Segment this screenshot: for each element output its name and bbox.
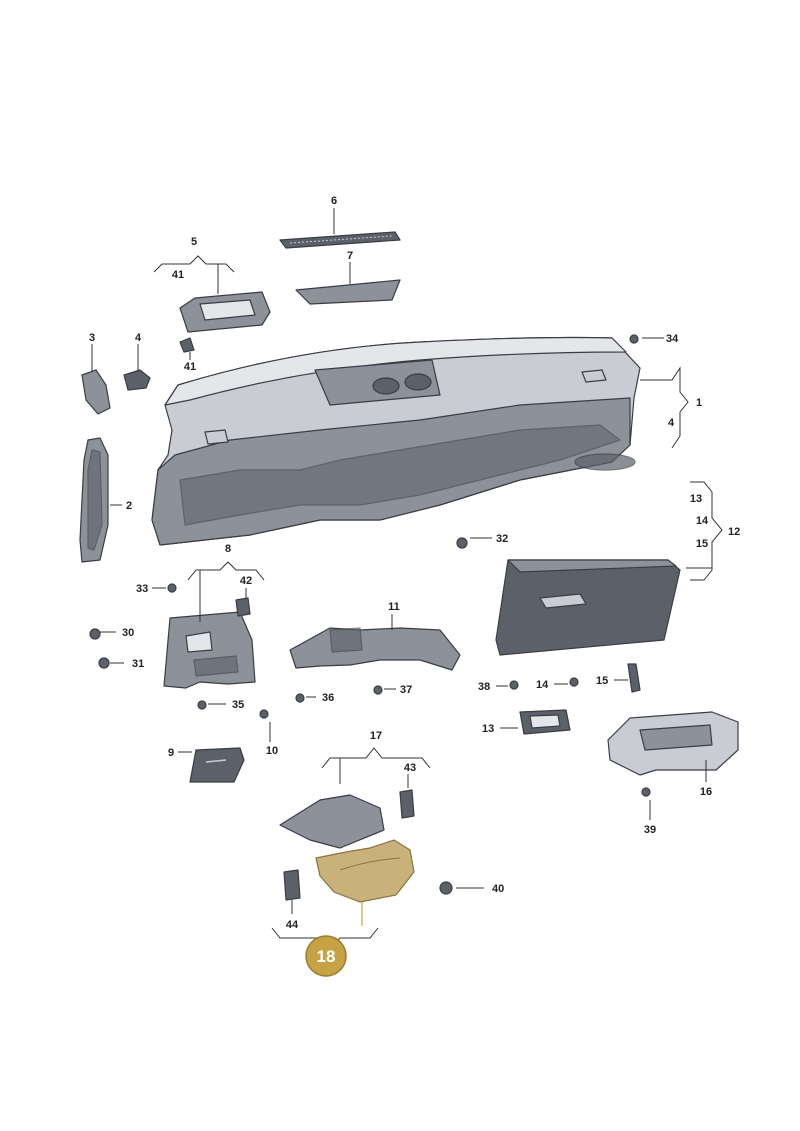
label-12: 12 (728, 526, 740, 538)
callout-labels: 6 5 7 41 3 4 34 41 1 4 13 2 14 12 32 15 … (89, 195, 740, 931)
label-41-top: 41 (172, 269, 184, 281)
part-column-cover-upper[interactable] (279, 794, 385, 849)
label-5: 5 (191, 236, 197, 248)
label-3: 3 (89, 332, 95, 344)
part-clip-42[interactable] (235, 597, 251, 617)
part-lower-trim-left[interactable] (163, 611, 256, 689)
label-38: 38 (478, 681, 490, 693)
label-31: 31 (132, 658, 144, 670)
part-clip-44[interactable] (283, 869, 301, 901)
label-10: 10 (266, 745, 278, 757)
part-support-bracket[interactable] (289, 627, 461, 671)
screws (89, 334, 651, 895)
part-clip-43[interactable] (399, 789, 415, 819)
part-clip-41[interactable] (179, 337, 195, 353)
label-34: 34 (666, 333, 679, 345)
label-30: 30 (122, 627, 134, 639)
label-15-top: 15 (696, 538, 708, 550)
label-40: 40 (492, 883, 504, 895)
part-column-cover-lower-highlighted[interactable] (315, 839, 415, 903)
label-8: 8 (225, 543, 231, 555)
label-41-clip: 41 (184, 361, 196, 373)
part-dashboard[interactable] (151, 336, 641, 546)
label-33: 33 (136, 583, 148, 595)
part-clip-4[interactable] (123, 369, 151, 391)
label-9: 9 (168, 747, 174, 759)
label-11: 11 (388, 601, 400, 613)
part-defrost-grille[interactable] (279, 231, 401, 249)
label-6: 6 (331, 195, 337, 207)
part-switch-bezel[interactable] (179, 291, 271, 333)
label-18: 18 (317, 947, 336, 966)
label-43: 43 (404, 762, 416, 774)
part-side-cover-left[interactable] (79, 437, 109, 563)
label-14: 14 (536, 679, 549, 691)
label-36: 36 (322, 692, 334, 704)
label-13-top: 13 (690, 493, 702, 505)
part-end-cap[interactable] (81, 369, 111, 415)
label-2: 2 (126, 500, 132, 512)
label-37: 37 (400, 684, 412, 696)
label-4: 4 (135, 332, 142, 344)
part-mounting-bracket[interactable] (607, 711, 739, 776)
label-35: 35 (232, 699, 244, 711)
label-16: 16 (700, 786, 712, 798)
label-39: 39 (644, 824, 656, 836)
label-7: 7 (347, 250, 353, 262)
part-glove-box[interactable] (495, 559, 681, 656)
label-14-top: 14 (696, 515, 709, 527)
label-13: 13 (482, 723, 494, 735)
label-17: 17 (370, 730, 382, 742)
part-latch[interactable] (519, 709, 571, 735)
label-42: 42 (240, 575, 252, 587)
label-15: 15 (596, 675, 608, 687)
label-44: 44 (286, 919, 299, 931)
label-32: 32 (496, 533, 508, 545)
highlight-badge-18[interactable]: 18 (305, 935, 347, 977)
part-cover-9[interactable] (189, 747, 245, 783)
label-1: 1 (696, 397, 702, 409)
part-trim-strip[interactable] (295, 279, 401, 305)
label-4-dash: 4 (668, 417, 675, 429)
